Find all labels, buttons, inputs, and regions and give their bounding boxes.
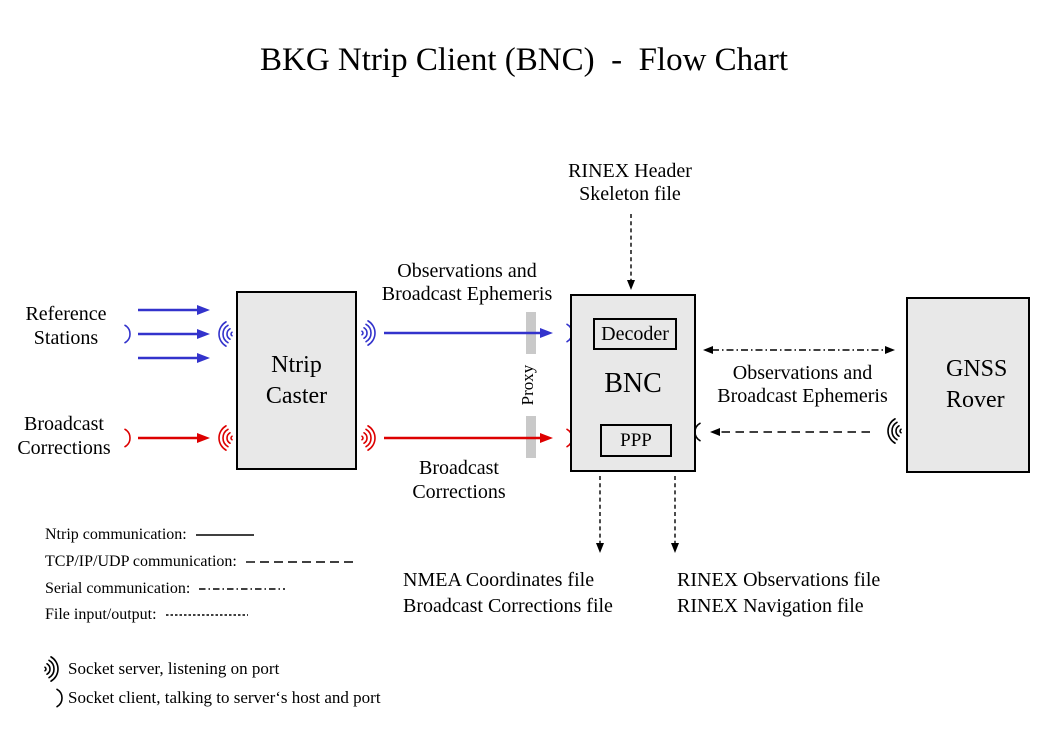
nmea-output-files-label: NMEA Coordinates file Broadcast Correcti… — [403, 569, 613, 617]
gnss-rover-label: GNSS Rover — [946, 356, 1008, 413]
solid-line-sample — [195, 534, 254, 536]
legend-file-label: File input/output: — [45, 606, 157, 623]
rinex-header-skeleton-label: RINEX Header Skeleton file — [568, 160, 692, 205]
legend-row-ntrip: Ntrip communication: — [45, 526, 255, 544]
bnc-box: Decoder BNC PPP — [570, 294, 696, 472]
ppp-box: PPP — [600, 424, 672, 457]
bnc-label: BNC — [604, 368, 662, 399]
legend-row-tcp: TCP/IP/UDP communication: — [45, 553, 359, 571]
observations-ephemeris-right-label: Observations and Broadcast Ephemeris — [717, 362, 888, 407]
broadcast-corrections-mid-label: Broadcast Corrections — [412, 457, 506, 503]
decoder-label: Decoder — [601, 322, 669, 345]
legend-serial-label: Serial communication: — [45, 580, 191, 597]
dash-dot-line-sample — [199, 588, 286, 590]
page-title: BKG Ntrip Client (BNC) - Flow Chart — [260, 42, 788, 78]
legend-tcp-label: TCP/IP/UDP communication: — [45, 553, 237, 570]
socket-server-icon — [218, 425, 233, 451]
ntrip-caster-label: Ntrip Caster — [265, 351, 328, 409]
black-sockets — [694, 418, 902, 444]
ntrip-blue-arrows — [138, 305, 553, 363]
socket-server-legend-label: Socket server, listening on port — [68, 659, 280, 678]
observations-ephemeris-top-label: Observations and Broadcast Ephemeris — [381, 260, 553, 305]
reference-stations-label: Reference Stations — [25, 303, 107, 349]
socket-client-icon — [56, 688, 63, 708]
black-connectors — [596, 214, 895, 553]
legend-ntrip-label: Ntrip communication: — [45, 526, 187, 543]
socket-server-icon — [887, 418, 902, 444]
proxy-label: Proxy — [518, 364, 537, 406]
decoder-box: Decoder — [593, 318, 677, 350]
broadcast-corrections-left-label: Broadcast Corrections — [17, 413, 111, 459]
ppp-label: PPP — [620, 429, 652, 451]
socket-server-icon — [218, 321, 233, 347]
legend-row-file: File input/output: — [45, 606, 249, 624]
legend-row-serial: Serial communication: — [45, 580, 286, 598]
ntrip-caster-box: Ntrip Caster — [236, 291, 357, 470]
socket-legend-icons — [44, 656, 63, 708]
socket-server-icon — [361, 320, 376, 346]
dashed-line-sample — [245, 561, 358, 563]
rinex-output-files-label: RINEX Observations file RINEX Navigation… — [677, 569, 881, 617]
gnss-rover-box: GNSS Rover — [906, 297, 1030, 473]
dotted-line-sample — [165, 614, 248, 616]
socket-client-legend-label: Socket client, talking to server‘s host … — [68, 688, 381, 707]
socket-server-icon — [361, 425, 376, 451]
socket-server-icon — [44, 656, 59, 682]
